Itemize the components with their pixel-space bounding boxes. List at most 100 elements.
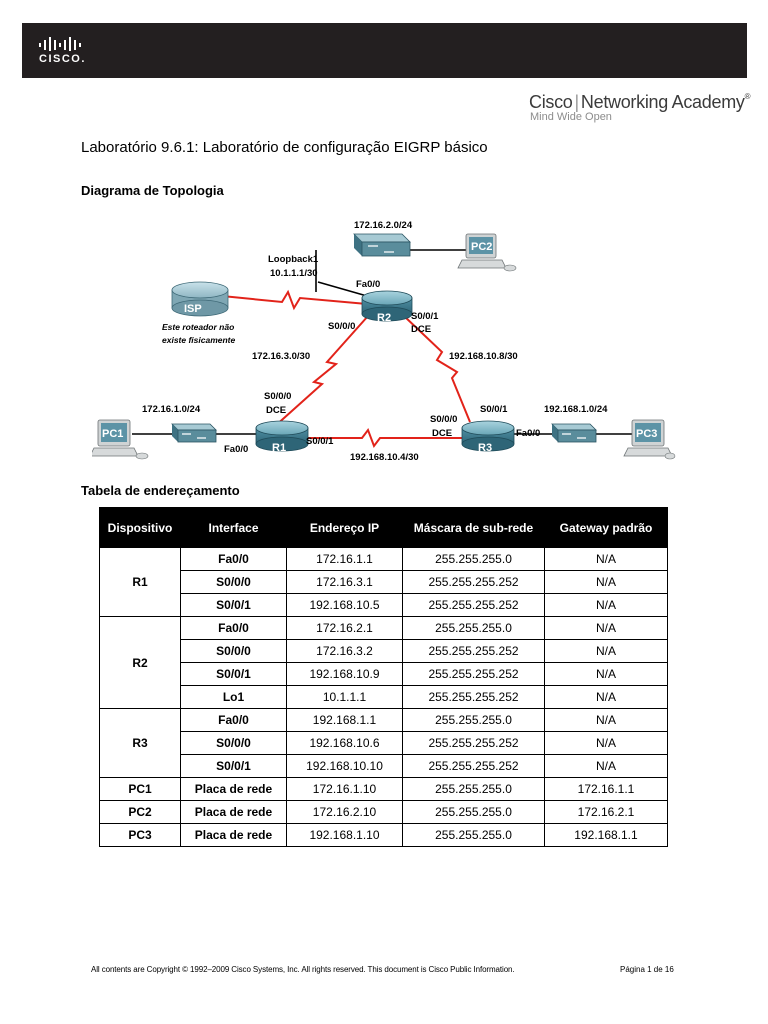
topology-heading: Diagrama de Topologia <box>81 183 224 198</box>
label-isp-note-2: existe fisicamente <box>162 335 236 345</box>
interface-cell: S0/0/1 <box>180 662 287 686</box>
switch-r2-icon <box>353 233 411 257</box>
gateway-cell: N/A <box>544 547 668 571</box>
label-r2-dce: DCE <box>411 324 431 335</box>
device-cell: PC2 <box>99 800 181 824</box>
serial-links <box>221 289 471 449</box>
device-label-r2: R2 <box>377 312 391 324</box>
router-isp-icon <box>171 281 229 317</box>
device-label-isp: ISP <box>184 303 202 315</box>
interface-cell: S0/0/1 <box>180 593 287 617</box>
table-row: S0/0/1 192.168.10.10 255.255.255.252 N/A <box>100 754 668 778</box>
mask-cell: 255.255.255.0 <box>402 800 545 824</box>
ip-cell: 192.168.1.10 <box>286 823 403 847</box>
table-row: PC1 Placa de rede 172.16.1.10 255.255.25… <box>99 777 668 801</box>
ip-cell: 10.1.1.1 <box>286 685 403 709</box>
device-label-r3: R3 <box>478 442 492 454</box>
gateway-cell: N/A <box>544 570 668 594</box>
ip-cell: 172.16.1.1 <box>286 547 403 571</box>
ip-cell: 172.16.2.1 <box>286 616 403 640</box>
ip-cell: 172.16.3.2 <box>286 639 403 663</box>
table-row: S0/0/0 192.168.10.6 255.255.255.252 N/A <box>100 731 668 755</box>
label-r3-s000: S0/0/0 <box>430 414 457 425</box>
pc2-icon <box>457 233 517 272</box>
ip-cell: 192.168.10.9 <box>286 662 403 686</box>
brand-tagline: Mind Wide Open <box>530 111 612 123</box>
table-row: PC3 Placa de rede 192.168.1.10 255.255.2… <box>99 823 668 847</box>
gateway-cell: N/A <box>544 639 668 663</box>
router-r2-icon <box>361 290 413 322</box>
mask-cell: 255.255.255.252 <box>402 731 545 755</box>
table-row: Lo1 10.1.1.1 255.255.255.252 N/A <box>100 685 668 709</box>
switch-r3-icon <box>551 423 597 443</box>
ip-cell: 192.168.10.10 <box>286 754 403 778</box>
brand-name: Cisco|Networking Academy® <box>529 92 751 113</box>
gateway-cell: N/A <box>544 593 668 617</box>
mask-cell: 255.255.255.0 <box>402 777 545 801</box>
label-loopback-net: 10.1.1.1/30 <box>270 268 318 279</box>
interface-cell: Placa de rede <box>180 777 287 801</box>
mask-cell: 255.255.255.0 <box>402 823 545 847</box>
mask-cell: 255.255.255.252 <box>402 754 545 778</box>
ip-cell: 172.16.2.10 <box>286 800 403 824</box>
col-header-mask: Máscara de sub-rede <box>402 507 545 548</box>
label-net-r1-r3: 192.168.10.4/30 <box>350 452 419 463</box>
gateway-cell: 192.168.1.1 <box>544 823 668 847</box>
interface-cell: S0/0/0 <box>180 731 287 755</box>
device-label-pc2: PC2 <box>471 241 492 253</box>
mask-cell: 255.255.255.252 <box>402 593 545 617</box>
page-number: Página 1 de 16 <box>620 965 674 974</box>
label-lan-r3: 192.168.1.0/24 <box>544 404 608 415</box>
gateway-cell: N/A <box>544 731 668 755</box>
gateway-cell: N/A <box>544 685 668 709</box>
interface-cell: Lo1 <box>180 685 287 709</box>
table-row: PC2 Placa de rede 172.16.2.10 255.255.25… <box>99 800 668 824</box>
addressing-heading: Tabela de endereçamento <box>81 483 240 498</box>
cisco-logo-text: CISCO. <box>39 53 86 65</box>
mask-cell: 255.255.255.0 <box>402 616 545 640</box>
mask-cell: 255.255.255.252 <box>402 570 545 594</box>
ip-cell: 192.168.10.6 <box>286 731 403 755</box>
mask-cell: 255.255.255.252 <box>402 639 545 663</box>
label-r2-s000: S0/0/0 <box>328 321 355 332</box>
switch-r1-icon <box>171 423 217 443</box>
label-isp-note-1: Este roteador não <box>162 322 234 332</box>
label-lan-r2: 172.16.2.0/24 <box>354 220 413 231</box>
ip-cell: 172.16.1.10 <box>286 777 403 801</box>
gateway-cell: N/A <box>544 662 668 686</box>
interface-cell: Placa de rede <box>180 823 287 847</box>
label-r2-fa: Fa0/0 <box>356 279 380 290</box>
interface-cell: S0/0/0 <box>180 570 287 594</box>
gateway-cell: 172.16.2.1 <box>544 800 668 824</box>
interface-cell: S0/0/0 <box>180 639 287 663</box>
interface-cell: Fa0/0 <box>180 708 287 732</box>
footer-copyright: All contents are Copyright © 1992–2009 C… <box>91 965 515 974</box>
device-cell: PC1 <box>99 777 181 801</box>
router-r3-icon <box>461 420 515 452</box>
table-header-row: Dispositivo Interface Endereço IP Máscar… <box>99 507 668 548</box>
device-cell: R1 <box>99 547 181 617</box>
header-bar: CISCO. <box>22 23 747 78</box>
label-net-r2-r3: 192.168.10.8/30 <box>449 351 518 362</box>
col-header-device: Dispositivo <box>99 507 181 548</box>
ip-cell: 192.168.10.5 <box>286 593 403 617</box>
device-cell: R3 <box>99 708 181 778</box>
label-r3-fa: Fa0/0 <box>516 428 540 439</box>
label-r3-dce: DCE <box>432 428 452 439</box>
device-cell: PC3 <box>99 823 181 847</box>
table-row: S0/0/1 192.168.10.9 255.255.255.252 N/A <box>100 662 668 686</box>
interface-cell: Fa0/0 <box>180 547 287 571</box>
label-r1-fa: Fa0/0 <box>224 444 248 455</box>
table-row: R1 Fa0/0 172.16.1.1 255.255.255.0 N/A <box>99 547 668 617</box>
ip-cell: 192.168.1.1 <box>286 708 403 732</box>
device-cell: R2 <box>99 616 181 709</box>
table-row: S0/0/1 192.168.10.5 255.255.255.252 N/A <box>100 593 668 617</box>
table-row: R2 Fa0/0 172.16.2.1 255.255.255.0 N/A <box>99 616 668 709</box>
addressing-table: Dispositivo Interface Endereço IP Máscar… <box>99 507 668 847</box>
label-r3-s001: S0/0/1 <box>480 404 508 415</box>
pc3-icon <box>623 419 676 460</box>
registered-mark: ® <box>744 92 751 101</box>
brand-logo: Cisco|Networking Academy® Mind Wide Open <box>529 92 751 123</box>
interface-cell: Placa de rede <box>180 800 287 824</box>
ip-cell: 172.16.3.1 <box>286 570 403 594</box>
